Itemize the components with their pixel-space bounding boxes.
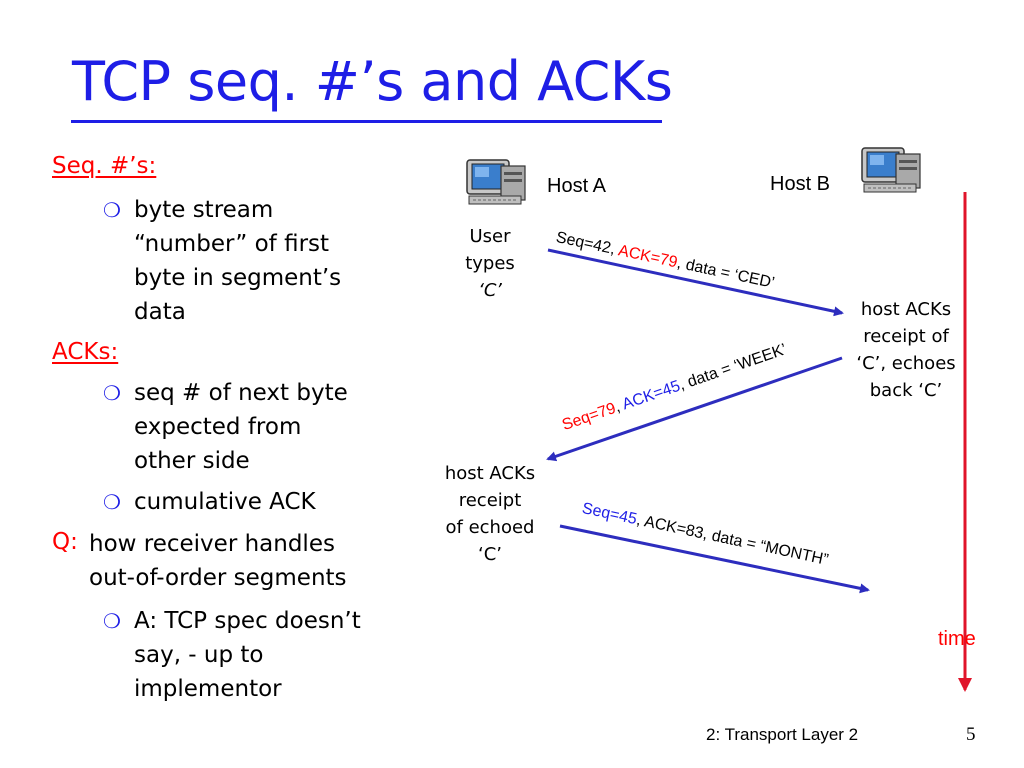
text-line: say, - up to xyxy=(134,642,264,668)
text-line: A: TCP spec doesn’t xyxy=(134,608,361,634)
page-number: 5 xyxy=(966,724,976,745)
slide-title: TCP seq. #’s and ACKs xyxy=(72,50,673,113)
text-line: byte stream xyxy=(134,197,274,223)
question-label: Q: xyxy=(52,529,78,555)
host-b-label: Host B xyxy=(770,173,831,195)
acks-bullet-2: cumulative ACK xyxy=(134,489,316,515)
text-line: User xyxy=(469,226,511,247)
host-a-label: Host A xyxy=(547,175,606,197)
acks-heading: ACKs: xyxy=(52,339,119,365)
text-line: types xyxy=(465,253,515,274)
text-line: seq # of next byte xyxy=(134,380,348,406)
text-line: of echoed xyxy=(445,517,535,538)
text-line: data xyxy=(134,299,186,325)
footer-text: 2: Transport Layer 2 xyxy=(706,725,859,744)
text-line: receipt xyxy=(458,490,522,511)
text-line: ‘C’ xyxy=(477,544,502,565)
time-label: time xyxy=(938,628,976,650)
text-line: “number” of first xyxy=(134,231,330,257)
text-line: ‘C’, echoes xyxy=(856,353,956,374)
acks-bullet-1: seq # of next byte expected from other s… xyxy=(134,376,348,478)
text-line: back ‘C’ xyxy=(869,380,943,401)
question-text-cont: out-of-order segments xyxy=(89,565,347,591)
message-arrow-2 xyxy=(546,356,843,462)
text-line: host ACKs xyxy=(860,299,952,320)
text-line: byte in segment’s xyxy=(134,265,342,291)
computer-icon xyxy=(466,159,526,205)
host-b-ack-label: host ACKs receipt of ‘C’, echoes back ‘C… xyxy=(844,296,968,404)
text-line: how receiver handles xyxy=(89,531,335,557)
text-line: ‘C’ xyxy=(478,280,502,301)
title-underline xyxy=(71,120,662,123)
text-line: receipt of xyxy=(863,326,949,347)
answer-bullet: A: TCP spec doesn’t say, - up to impleme… xyxy=(134,604,361,706)
text-line: host ACKs xyxy=(444,463,536,484)
user-types-label: User types ‘C’ xyxy=(450,223,530,304)
question-text: how receiver handles xyxy=(89,527,335,561)
bullet-icon: ❍ xyxy=(103,198,121,222)
host-a-ack-label: host ACKs receipt of echoed ‘C’ xyxy=(428,460,552,568)
seq-bullet-1: byte stream “number” of first byte in se… xyxy=(134,193,341,329)
seq-heading: Seq. #’s: xyxy=(52,153,157,179)
text-line: implementor xyxy=(134,676,282,702)
bullet-icon: ❍ xyxy=(103,609,121,633)
message-arrow-1 xyxy=(547,248,844,317)
message-arrow-3 xyxy=(559,524,870,594)
text-line: other side xyxy=(134,448,250,474)
text-line: expected from xyxy=(134,414,302,440)
bullet-icon: ❍ xyxy=(103,490,121,514)
bullet-icon: ❍ xyxy=(103,381,121,405)
computer-icon xyxy=(861,147,921,193)
